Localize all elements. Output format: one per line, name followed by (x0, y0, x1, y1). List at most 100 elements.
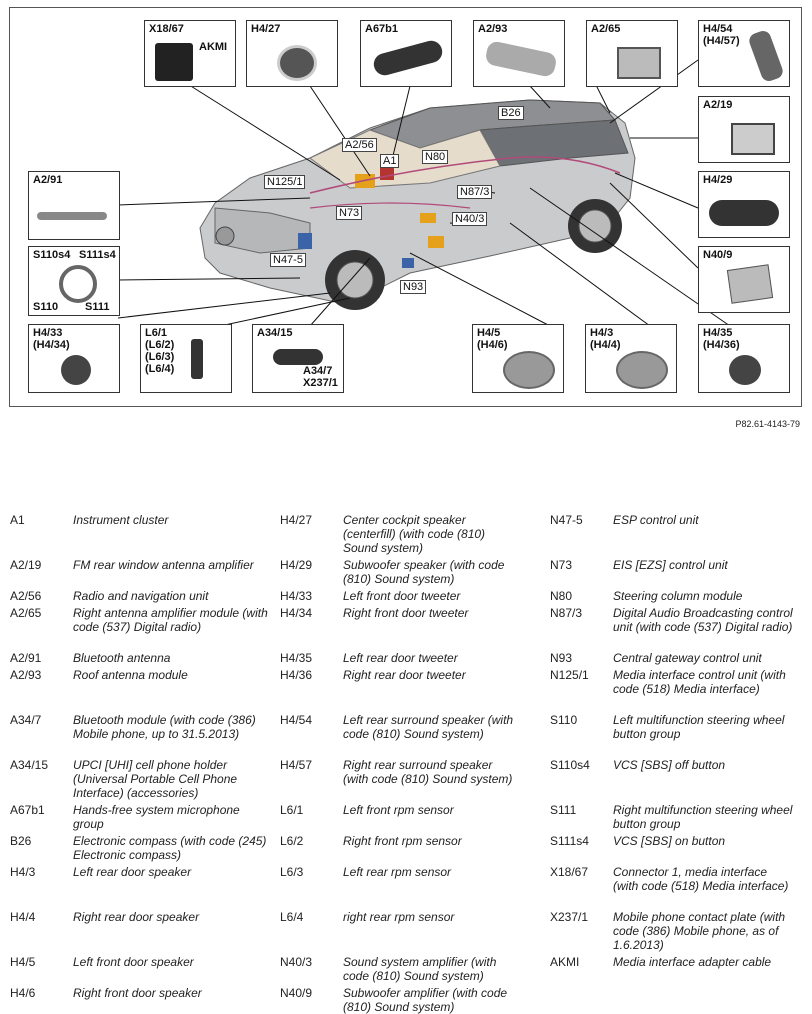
legend-code: H4/35 (280, 651, 313, 665)
callout-label: L6/1 (L6/2) (L6/3) (L6/4) (145, 327, 175, 375)
callout-label: H4/27 (251, 23, 281, 35)
car-illustration (117, 59, 731, 327)
callout-l6-1: L6/1 (L6/2) (L6/3) (L6/4) (140, 324, 232, 393)
surround-speaker-graphic (747, 28, 785, 84)
callout-a2-19: A2/19 (698, 96, 790, 163)
callout-label: H4/5 (H4/6) (477, 327, 508, 351)
subwoofer-graphic (709, 200, 779, 226)
callout-a2-93: A2/93 (473, 20, 565, 87)
callout-h4-35: H4/35 (H4/36) (698, 324, 790, 393)
car-body-graphic (199, 99, 636, 310)
callout-h4-54: H4/54 (H4/57) (698, 20, 790, 87)
callout-label: H4/33 (H4/34) (33, 327, 70, 351)
door-speaker-graphic (503, 351, 555, 389)
tweeter-graphic (729, 355, 761, 385)
callout-label: S110 (33, 301, 59, 313)
legend-description: right rear rpm sensor (343, 910, 455, 924)
legend-description: Mobile phone contact plate (with code (3… (613, 910, 786, 952)
legend-description: EIS [EZS] control unit (613, 558, 728, 572)
callout-label: A34/7 X237/1 (303, 365, 338, 389)
legend-description: Electronic compass (with code (245) Elec… (73, 834, 267, 862)
legend-description: Right front rpm sensor (343, 834, 462, 848)
legend-code: A2/56 (10, 589, 42, 603)
callout-a2-65: A2/65 (586, 20, 678, 87)
legend-code: N73 (550, 558, 573, 572)
legend-code: N47-5 (550, 513, 583, 527)
legend-code: L6/1 (280, 803, 304, 817)
legend-description: Left rear surround speaker (with code (8… (343, 713, 514, 741)
callout-a67b1: A67b1 (360, 20, 452, 87)
legend-code: H4/34 (280, 606, 313, 620)
legend-code: L6/4 (280, 910, 304, 924)
legend-description: Sound system amplifier (with code (810) … (343, 955, 497, 983)
legend-description: Subwoofer speaker (with code (810) Sound… (343, 558, 505, 586)
amplifier-graphic (726, 264, 774, 304)
callout-h4-33: H4/33 (H4/34) (28, 324, 120, 393)
legend-code: S111s4 (550, 834, 589, 848)
legend-code: N87/3 (550, 606, 583, 620)
legend-description: ESP control unit (613, 513, 699, 527)
legend-code: A34/7 (10, 713, 42, 727)
legend-code: N40/9 (280, 986, 313, 1000)
legend-code: H4/6 (10, 986, 36, 1000)
legend-code: A67b1 (10, 803, 45, 817)
legend-description: Radio and navigation unit (73, 589, 209, 603)
legend-description: Center cockpit speaker (centerfill) (wit… (343, 513, 486, 555)
callout-h4-3: H4/3 (H4/4) (585, 324, 677, 393)
legend-description: Left rear rpm sensor (343, 865, 452, 879)
legend-code: H4/29 (280, 558, 313, 572)
tag-n73: N73 (336, 206, 363, 220)
callout-label: A34/15 (257, 327, 293, 339)
legend-code: H4/36 (280, 668, 313, 682)
tag-a2-56: A2/56 (342, 138, 377, 152)
tag-a1: A1 (380, 154, 400, 168)
legend-code: A2/65 (10, 606, 42, 620)
legend-description: VCS [SBS] on button (613, 834, 726, 848)
legend-description: Left rear door speaker (73, 865, 192, 879)
callout-label: A67b1 (365, 23, 399, 35)
legend-code: S110s4 (550, 758, 590, 772)
legend-description: Media interface control unit (with code … (613, 668, 786, 696)
legend-description: Right rear door tweeter (343, 668, 466, 682)
tag-n80: N80 (422, 150, 449, 164)
legend-description: Steering column module (613, 589, 743, 603)
legend-code: H4/54 (280, 713, 313, 727)
callout-label: AKMI (199, 41, 228, 53)
legend-code: N93 (550, 651, 573, 665)
tweeter-graphic (61, 355, 91, 385)
legend-code: N80 (550, 589, 573, 603)
steering-wheel-graphic (59, 265, 97, 303)
legend-description: Right rear door speaker (73, 910, 200, 924)
legend-description: Right multifunction steering wheel butto… (613, 803, 793, 831)
legend-description: Roof antenna module (73, 668, 188, 682)
callout-label: A2/65 (591, 23, 621, 35)
callout-label: S110s4 (33, 249, 71, 261)
callout-h4-27: H4/27 (246, 20, 338, 87)
roof-antenna-graphic (484, 39, 558, 79)
callout-label: X18/67 (149, 23, 184, 35)
legend-code: A1 (10, 513, 25, 527)
component-location-diagram: X18/67 AKMI H4/27 A67b1 A2/93 A2/65 H4/5… (9, 7, 802, 407)
legend-description: Right front door speaker (73, 986, 202, 1000)
callout-h4-5: H4/5 (H4/6) (472, 324, 564, 393)
callout-x18-67: X18/67 AKMI (144, 20, 236, 87)
door-speaker-graphic (616, 351, 668, 389)
legend-code: N40/3 (280, 955, 313, 969)
legend-description: Bluetooth antenna (73, 651, 171, 665)
legend-description: Instrument cluster (73, 513, 169, 527)
callout-label: S111 (85, 301, 110, 313)
connector-graphic (155, 43, 193, 81)
module-graphic (731, 123, 775, 155)
legend-description: Left front door speaker (73, 955, 194, 969)
legend-code: H4/4 (10, 910, 36, 924)
legend-description: Left front rpm sensor (343, 803, 454, 817)
legend-description: Digital Audio Broadcasting control unit … (613, 606, 793, 634)
legend-code: S110 (550, 713, 578, 727)
callout-h4-29: H4/29 (698, 171, 790, 238)
legend-code: H4/5 (10, 955, 36, 969)
legend-description: Right front door tweeter (343, 606, 469, 620)
legend-description: Left front door tweeter (343, 589, 461, 603)
callout-label: S111s4 (79, 249, 116, 261)
legend-code: A2/91 (10, 651, 42, 665)
legend-code: X237/1 (550, 910, 589, 924)
